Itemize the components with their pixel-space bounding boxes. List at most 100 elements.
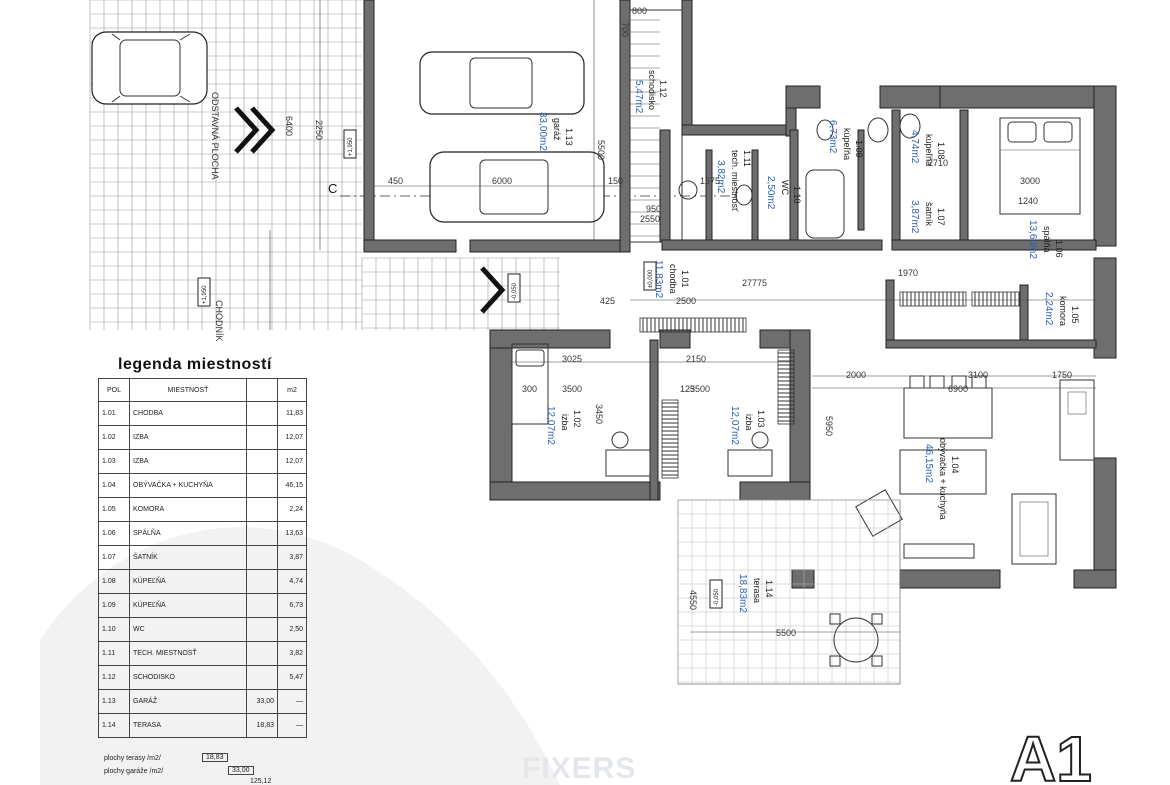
svg-text:27775: 27775 (742, 278, 767, 288)
legend-room-name: CHODBA (129, 401, 247, 426)
svg-text:-0,050: -0,050 (714, 588, 720, 606)
desk-chair-icon (605, 431, 773, 477)
svg-text:5500: 5500 (776, 628, 796, 638)
level-mark-terrace: -0,050 (709, 579, 723, 609)
legend-header: POL MIESTNOSŤ m2 (98, 378, 307, 402)
armchair-icon (855, 489, 903, 537)
legend-sub-area: 18,83 (246, 713, 278, 738)
svg-text:±0,000: ±0,000 (648, 269, 654, 288)
legend-header-sub (246, 378, 278, 402)
room-label-1-11: 1.11 tech. miestnosť 3,82m2 (715, 150, 752, 212)
room-label-1-03: 1.03 izba 12,07m2 (729, 406, 766, 445)
svg-text:3100: 3100 (968, 370, 988, 380)
svg-text:1675: 1675 (700, 176, 720, 186)
svg-text:komora: komora (1058, 296, 1068, 326)
legend-room-name: SPÁLŇA (129, 521, 247, 546)
legend-sub-area (246, 497, 278, 522)
svg-text:kúpeľňa: kúpeľňa (842, 128, 852, 160)
legend-room-name: KÚPEĽŇA (129, 593, 247, 618)
svg-text:3450: 3450 (594, 404, 604, 424)
legend-footer-total: 125,12 (250, 778, 272, 785)
legend-area: 2,50 (277, 617, 307, 642)
entry-arrow-icon-2 (480, 266, 506, 314)
legend-room-name: TECH. MIESTNOSŤ (129, 641, 247, 666)
svg-text:450: 450 (388, 176, 403, 186)
legend-sub-area (246, 641, 278, 666)
parking-label: ODSTAVNÁ PLOCHA (210, 92, 220, 180)
svg-text:3000: 3000 (1020, 176, 1040, 186)
legend-area: 12,07 (277, 449, 307, 474)
double-bed-icon (999, 117, 1081, 215)
legend-room-name: ŠATNÍK (129, 545, 247, 570)
svg-text:5950: 5950 (824, 416, 834, 436)
svg-text:11,83m2: 11,83m2 (653, 260, 664, 299)
single-bed-icon (511, 343, 549, 425)
svg-text:izba: izba (560, 414, 570, 431)
legend-pol: 1.09 (98, 593, 130, 618)
wardrobe-hatches (639, 291, 1021, 479)
brand-watermark: FIXERS (522, 752, 637, 785)
svg-text:5,47m2: 5,47m2 (633, 80, 644, 114)
legend-area: 11,83 (277, 401, 307, 426)
legend-sub-area (246, 665, 278, 690)
svg-text:6400: 6400 (284, 116, 294, 136)
svg-text:1.01: 1.01 (680, 270, 690, 288)
svg-text:800: 800 (632, 6, 647, 16)
legend-footer-terrace: plochy terasy /m2/ 18,83 (104, 753, 228, 762)
svg-text:3,82m2: 3,82m2 (715, 160, 726, 194)
legend-title: legenda miestností (118, 356, 272, 373)
legend-pol: 1.07 (98, 545, 130, 570)
legend-pol: 1.10 (98, 617, 130, 642)
svg-text:46,15m2: 46,15m2 (923, 444, 934, 483)
svg-text:1.05: 1.05 (1070, 306, 1080, 324)
legend-sub-area (246, 521, 278, 546)
legend-area: — (277, 689, 307, 714)
legend-area: 2,24 (277, 497, 307, 522)
svg-text:1240: 1240 (1018, 196, 1038, 206)
svg-text:šatník: šatník (924, 202, 934, 227)
svg-text:tech. miestnosť: tech. miestnosť (730, 150, 740, 212)
legend-area: 5,47 (277, 665, 307, 690)
terrace (677, 499, 901, 685)
legend-sub-area (246, 425, 278, 450)
legend-room-name: KÚPEĽŇA (129, 569, 247, 594)
svg-text:2500: 2500 (676, 296, 696, 306)
svg-text:4550: 4550 (688, 590, 698, 610)
svg-text:izba: izba (744, 414, 754, 431)
svg-text:6,73m2: 6,73m2 (827, 120, 838, 154)
svg-text:700: 700 (620, 22, 630, 37)
room-label-1-08: 1.08 kúpeľňa 4,74m2 (909, 130, 946, 166)
legend-sub-area (246, 593, 278, 618)
legend-pol: 1.14 (98, 713, 130, 738)
level-mark-garage: +1,950 (343, 129, 357, 159)
legend-room-name: WC (129, 617, 247, 642)
legend-pol: 1.11 (98, 641, 130, 666)
section-mark: C (328, 181, 337, 196)
garage-car-1-icon (419, 51, 585, 115)
svg-text:2,24m2: 2,24m2 (1043, 292, 1054, 326)
legend-pol: 1.01 (98, 401, 130, 426)
level-mark-sidewalk: +1,950 (197, 277, 211, 307)
legend-sub-area (246, 617, 278, 642)
room-label-1-14: 1.14 terasa 18,83m2 (737, 574, 774, 613)
svg-text:950: 950 (646, 204, 661, 214)
sheet-number: A1 (1009, 722, 1093, 785)
svg-text:1.09: 1.09 (854, 140, 864, 158)
svg-text:3025: 3025 (562, 354, 582, 364)
svg-text:300: 300 (522, 384, 537, 394)
legend-area: 3,87 (277, 545, 307, 570)
svg-text:1.06: 1.06 (1054, 240, 1064, 258)
svg-text:1.10: 1.10 (792, 186, 802, 204)
legend-area: 6,73 (277, 593, 307, 618)
legend-pol: 1.06 (98, 521, 130, 546)
legend-pol: 1.13 (98, 689, 130, 714)
svg-text:2550: 2550 (640, 214, 660, 224)
garage-car-2-icon (429, 151, 605, 223)
